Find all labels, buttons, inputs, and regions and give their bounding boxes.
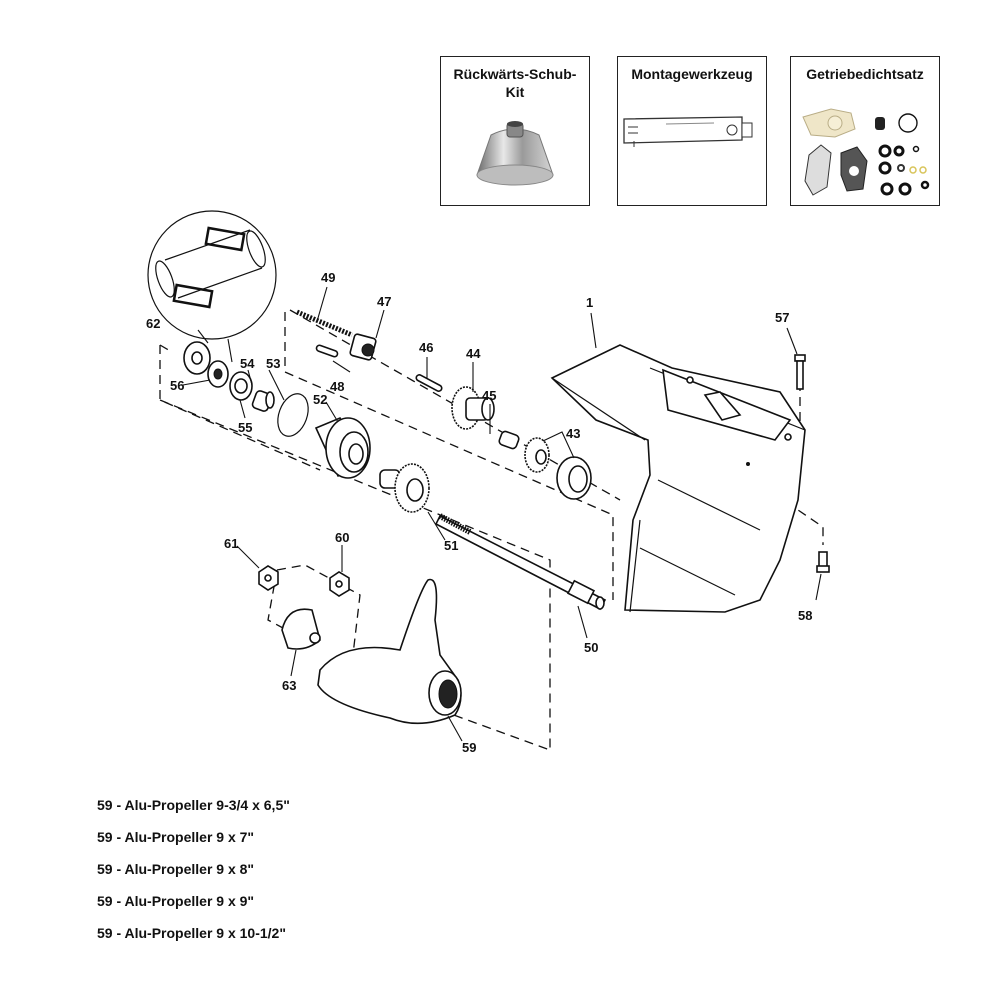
- callout-48: 48: [330, 379, 344, 394]
- callout-59: 59: [462, 740, 476, 755]
- callout-44: 44: [466, 346, 481, 361]
- callout-56: 56: [170, 378, 184, 393]
- part-55-bearing: [229, 371, 253, 401]
- part-50-propeller-shaft: [434, 513, 607, 611]
- leader-lines: [182, 286, 822, 742]
- part-49-spring: [296, 309, 353, 338]
- reverse-thrust-hub-image: [476, 121, 554, 186]
- part-53-o-ring: [277, 393, 309, 437]
- propeller-option[interactable]: 59 - Alu-Propeller 9 x 7": [97, 829, 255, 845]
- callout-47: 47: [377, 294, 391, 309]
- propeller-option[interactable]: 59 - Alu-Propeller 9-3/4 x 6,5": [97, 797, 290, 813]
- callout-51: 51: [444, 538, 458, 553]
- propeller-options-list: 59 - Alu-Propeller 9-3/4 x 6,5" 59 - Alu…: [97, 797, 290, 957]
- part-48-pin: [315, 344, 339, 358]
- assembly-line-middle: [284, 312, 614, 600]
- part-62-cap: [183, 341, 211, 375]
- part-60-locknut: [329, 571, 350, 597]
- propeller-option[interactable]: 59 - Alu-Propeller 9 x 10-1/2": [97, 925, 286, 941]
- kit-gearcase-seals[interactable]: Getriebedichtsatz: [790, 56, 940, 206]
- callout-46: 46: [419, 340, 433, 355]
- callout-52: 52: [313, 392, 327, 407]
- callout-62: 62: [146, 316, 160, 331]
- callout-61: 61: [224, 536, 238, 551]
- callout-63: 63: [282, 678, 296, 693]
- kit-title-line1: Rückwärts-Schub-: [453, 66, 577, 82]
- mounting-tool-image: [623, 116, 753, 147]
- part-61-nut: [258, 565, 279, 591]
- callout-50: 50: [584, 640, 598, 655]
- callout-60: 60: [335, 530, 349, 545]
- callout-1: 1: [586, 295, 593, 310]
- part-57-bolt: [794, 354, 806, 390]
- callout-57: 57: [775, 310, 789, 325]
- propeller-option[interactable]: 59 - Alu-Propeller 9 x 9": [97, 893, 255, 909]
- callout-55: 55: [238, 420, 252, 435]
- part-46-pin: [415, 374, 443, 392]
- part-51-reverse-gear: [379, 463, 430, 513]
- part-58-bolt: [816, 551, 830, 573]
- callout-49: 49: [321, 270, 335, 285]
- callout-45: 45: [482, 388, 496, 403]
- part-47-clutch: [349, 333, 377, 361]
- part-1-gear-housing: [550, 344, 806, 613]
- callout-54: 54: [240, 356, 255, 371]
- kit-reverse-thrust-title: Rückwärts-Schub- Kit: [441, 65, 589, 101]
- part-56-washer: [207, 360, 229, 388]
- callout-43: 43: [566, 426, 580, 441]
- kit-reverse-thrust[interactable]: Rückwärts-Schub- Kit: [440, 56, 590, 206]
- assembly-line-left: [159, 344, 321, 471]
- part-43-bearing: [524, 437, 592, 500]
- part-45-bushing: [498, 430, 520, 450]
- part-63-spinner: [281, 608, 321, 650]
- kit-title-line2: Kit: [505, 84, 525, 100]
- part-54-bushing: [251, 390, 275, 412]
- detail-magnifier: [147, 210, 277, 363]
- gearcase-seal-kit-image: [802, 108, 930, 196]
- assembly-line-shaft: [159, 399, 551, 750]
- kit-mounting-tool-title: Montagewerkzeug: [631, 66, 753, 82]
- kit-mounting-tool[interactable]: Montagewerkzeug: [617, 56, 767, 206]
- part-44-forward-gear: [451, 386, 495, 430]
- part-52-bearing-carrier: [314, 416, 371, 479]
- callout-58: 58: [798, 608, 812, 623]
- assembly-line-prop: [439, 709, 551, 751]
- callout-53: 53: [266, 356, 280, 371]
- kit-gearcase-seals-title: Getriebedichtsatz: [806, 66, 924, 82]
- propeller-option[interactable]: 59 - Alu-Propeller 9 x 8": [97, 861, 255, 877]
- part-59-propeller: [317, 578, 462, 725]
